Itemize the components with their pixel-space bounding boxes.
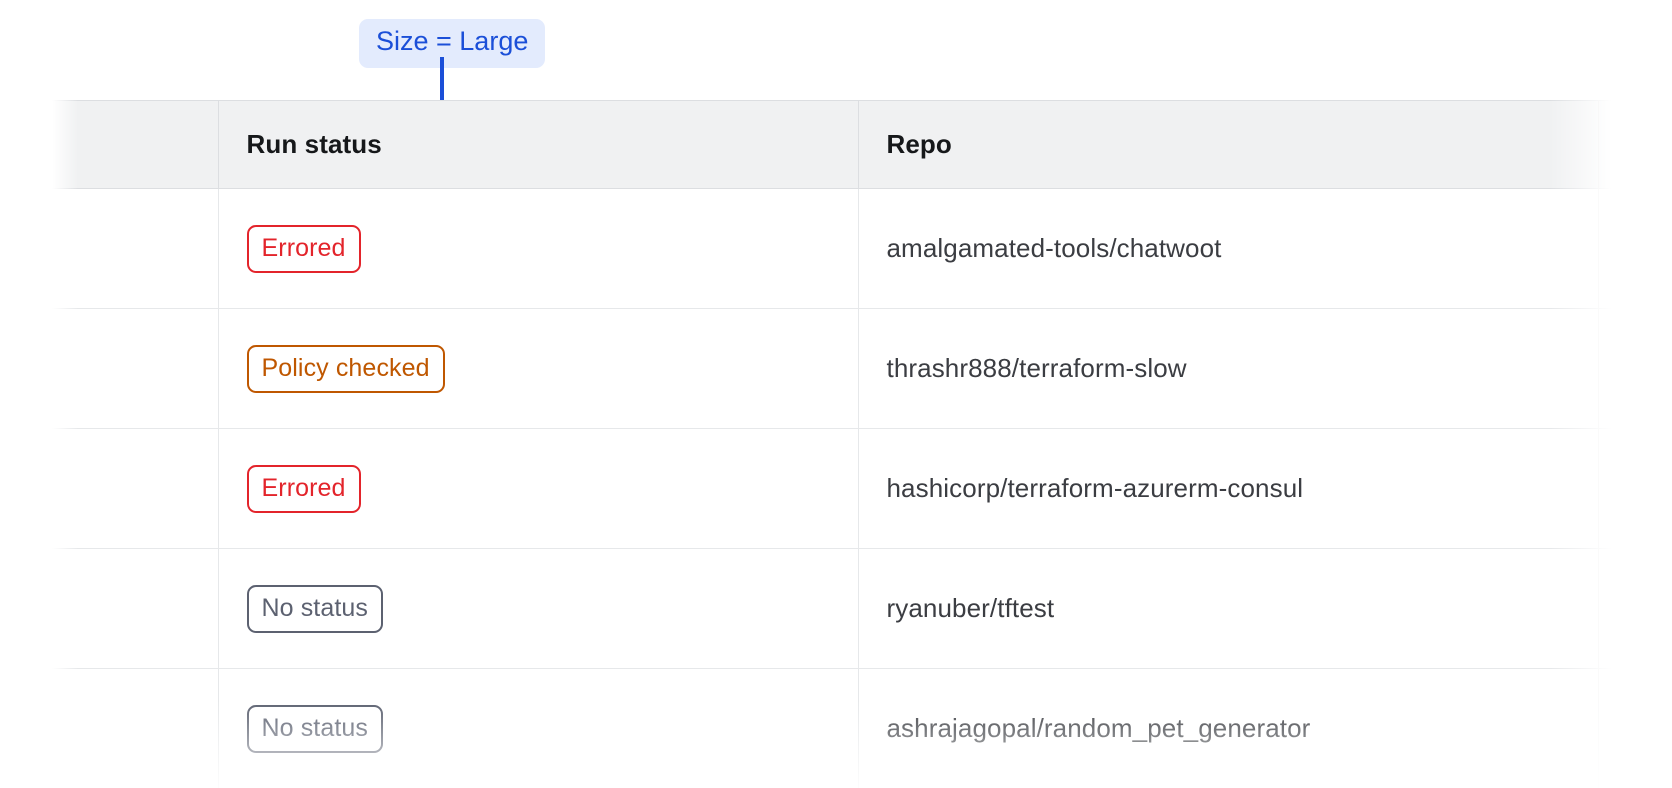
status-badge: Policy checked	[246, 344, 445, 393]
row-select-cell[interactable]	[52, 188, 219, 309]
size-annotation-label: Size = Large	[359, 19, 546, 68]
table-body: Errored amalgamated-tools/chatwoot Polic…	[52, 188, 1672, 788]
column-header-select[interactable]	[52, 100, 219, 189]
status-badge: No status	[246, 584, 384, 633]
row-repo-cell: hashicorp/terraform-azurerm-consul	[858, 428, 1599, 549]
row-repo-cell: thrashr888/terraform-slow	[858, 308, 1599, 429]
row-run-status-cell: Errored	[218, 428, 859, 549]
runs-table-container: Run status Repo Errored amalgamated-tool…	[52, 100, 1672, 788]
row-repo-cell: amalgamated-tools/chatwoot	[858, 188, 1599, 309]
row-extra-cell	[1598, 428, 1672, 549]
status-badge: Errored	[246, 224, 361, 273]
column-header-repo[interactable]: Repo	[858, 100, 1599, 189]
row-repo-cell: ashrajagopal/random_pet_generator	[858, 668, 1599, 788]
repo-name: thrashr888/terraform-slow	[886, 353, 1187, 383]
repo-name: amalgamated-tools/chatwoot	[886, 233, 1222, 263]
table-row[interactable]: No status ryanuber/tftest	[52, 548, 1672, 669]
table-row[interactable]: Policy checked thrashr888/terraform-slow	[52, 308, 1672, 429]
row-run-status-cell: No status	[218, 548, 859, 669]
repo-name: hashicorp/terraform-azurerm-consul	[886, 473, 1304, 503]
column-header-extra[interactable]	[1598, 100, 1672, 189]
column-header-run-status[interactable]: Run status	[218, 100, 859, 189]
table-header: Run status Repo	[52, 100, 1672, 189]
row-select-cell[interactable]	[52, 548, 219, 669]
row-repo-cell: ryanuber/tftest	[858, 548, 1599, 669]
status-badge: No status	[246, 704, 384, 753]
row-run-status-cell: No status	[218, 668, 859, 788]
row-select-cell[interactable]	[52, 428, 219, 549]
table-row[interactable]: No status ashrajagopal/random_pet_genera…	[52, 668, 1672, 788]
row-select-cell[interactable]	[52, 308, 219, 429]
row-extra-cell	[1598, 548, 1672, 669]
table-header-row: Run status Repo	[52, 100, 1672, 189]
table-row[interactable]: Errored hashicorp/terraform-azurerm-cons…	[52, 428, 1672, 549]
runs-table: Run status Repo Errored amalgamated-tool…	[52, 100, 1672, 788]
row-extra-cell	[1598, 188, 1672, 309]
table-row[interactable]: Errored amalgamated-tools/chatwoot	[52, 188, 1672, 309]
repo-name: ryanuber/tftest	[886, 593, 1055, 623]
row-run-status-cell: Errored	[218, 188, 859, 309]
status-badge: Errored	[246, 464, 361, 513]
row-extra-cell	[1598, 668, 1672, 788]
row-extra-cell	[1598, 308, 1672, 429]
repo-name: ashrajagopal/random_pet_generator	[886, 713, 1311, 743]
row-run-status-cell: Policy checked	[218, 308, 859, 429]
row-select-cell[interactable]	[52, 668, 219, 788]
